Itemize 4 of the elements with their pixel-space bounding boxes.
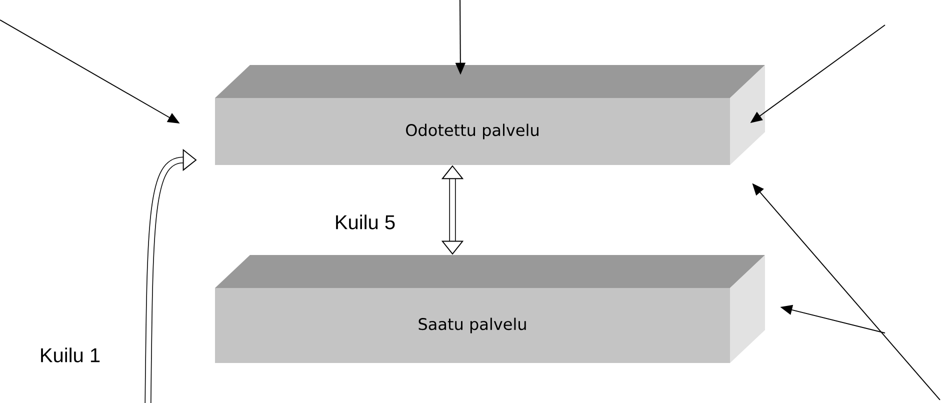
edge-label: Kuilu 5 — [333, 214, 397, 230]
box-3d: Odotettu palvelu — [215, 65, 765, 165]
box-3d: Saatu palvelu — [215, 255, 765, 363]
edge-label: Kuilu 1 — [38, 346, 102, 364]
